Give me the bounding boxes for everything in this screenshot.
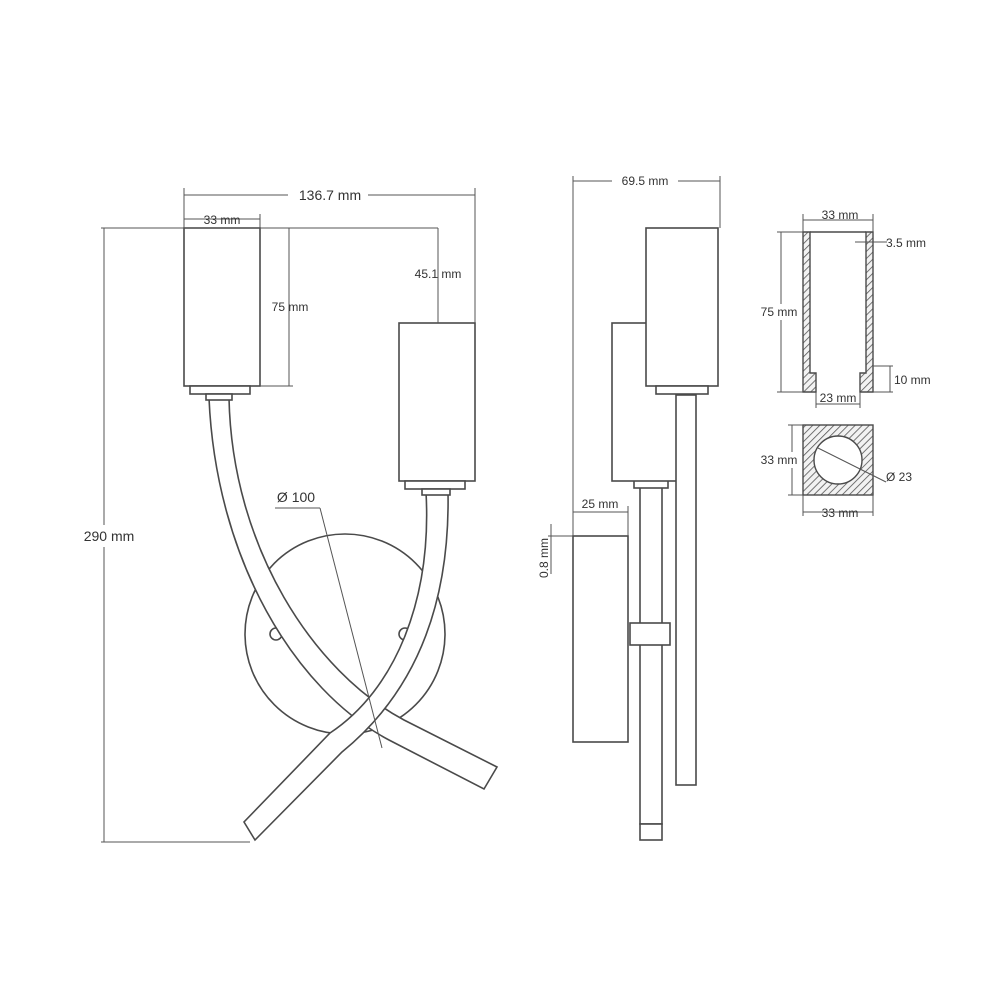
dim-base-label: 10 mm (894, 373, 931, 387)
left-shade (183, 227, 261, 387)
side-upper-stem (675, 394, 697, 786)
dim-section-height-label: 75 mm (761, 305, 798, 319)
right-shade-cap (404, 480, 466, 490)
dim-inner-label: 23 mm (820, 391, 857, 405)
dim-overall-height-label: 290 mm (84, 528, 135, 544)
dim-overall-width-bg (288, 184, 368, 204)
left-arm (208, 397, 499, 791)
plan-bore (813, 435, 863, 485)
section-wall-right (859, 231, 874, 393)
right-shade-neck (421, 488, 451, 496)
dim-wall-label: 3.5 mm (886, 236, 926, 250)
front-view: 136.7 mm 33 mm 75 mm 45.1 mm 290 mm Ø 10… (70, 184, 499, 843)
shade-section: 33 mm 3.5 mm 75 mm 10 mm 23 mm (757, 208, 931, 408)
side-clamp (629, 622, 671, 646)
left-shade-cap (189, 385, 251, 395)
side-front-shade-cap (655, 385, 709, 395)
dim-depth-label: 69.5 mm (622, 174, 669, 188)
dim-shade-height-label: 75 mm (272, 300, 309, 314)
dim-overall-height-bg (70, 525, 148, 547)
dim-thickness-label: 0.8 mm (537, 538, 551, 578)
diameter-label: Ø 100 (277, 489, 315, 505)
section-wall-left (802, 231, 817, 393)
right-shade (398, 322, 476, 482)
plan-bore-diameter-line (817, 447, 887, 483)
dim-section-top-label: 33 mm (822, 208, 859, 222)
dim-plan-side-bg (757, 452, 801, 468)
right-arm (242, 491, 449, 842)
dim-shade-width-label: 33 mm (204, 213, 241, 227)
side-front-shade (645, 227, 719, 387)
dim-section-height-bg (757, 304, 801, 320)
left-shade-neck (205, 393, 233, 401)
side-lower-stem-tip (639, 823, 663, 841)
diameter-leader (319, 507, 383, 749)
side-lower-stem (639, 485, 663, 825)
side-backplate (572, 535, 629, 743)
dim-plan-bottom-label: 33 mm (822, 506, 859, 520)
dim-shade-offset-label: 45.1 mm (415, 267, 462, 281)
dim-overall-width-label: 136.7 mm (299, 187, 361, 203)
dim-plan-side-label: 33 mm (761, 453, 798, 467)
side-view: 69.5 mm 25 mm 0.8 mm (537, 171, 721, 841)
plan-bore-label: Ø 23 (886, 470, 912, 484)
dim-backplate-depth-label: 25 mm (582, 497, 619, 511)
dim-depth-bg (612, 171, 678, 189)
shade-plan: 33 mm 33 mm Ø 23 (757, 424, 912, 520)
